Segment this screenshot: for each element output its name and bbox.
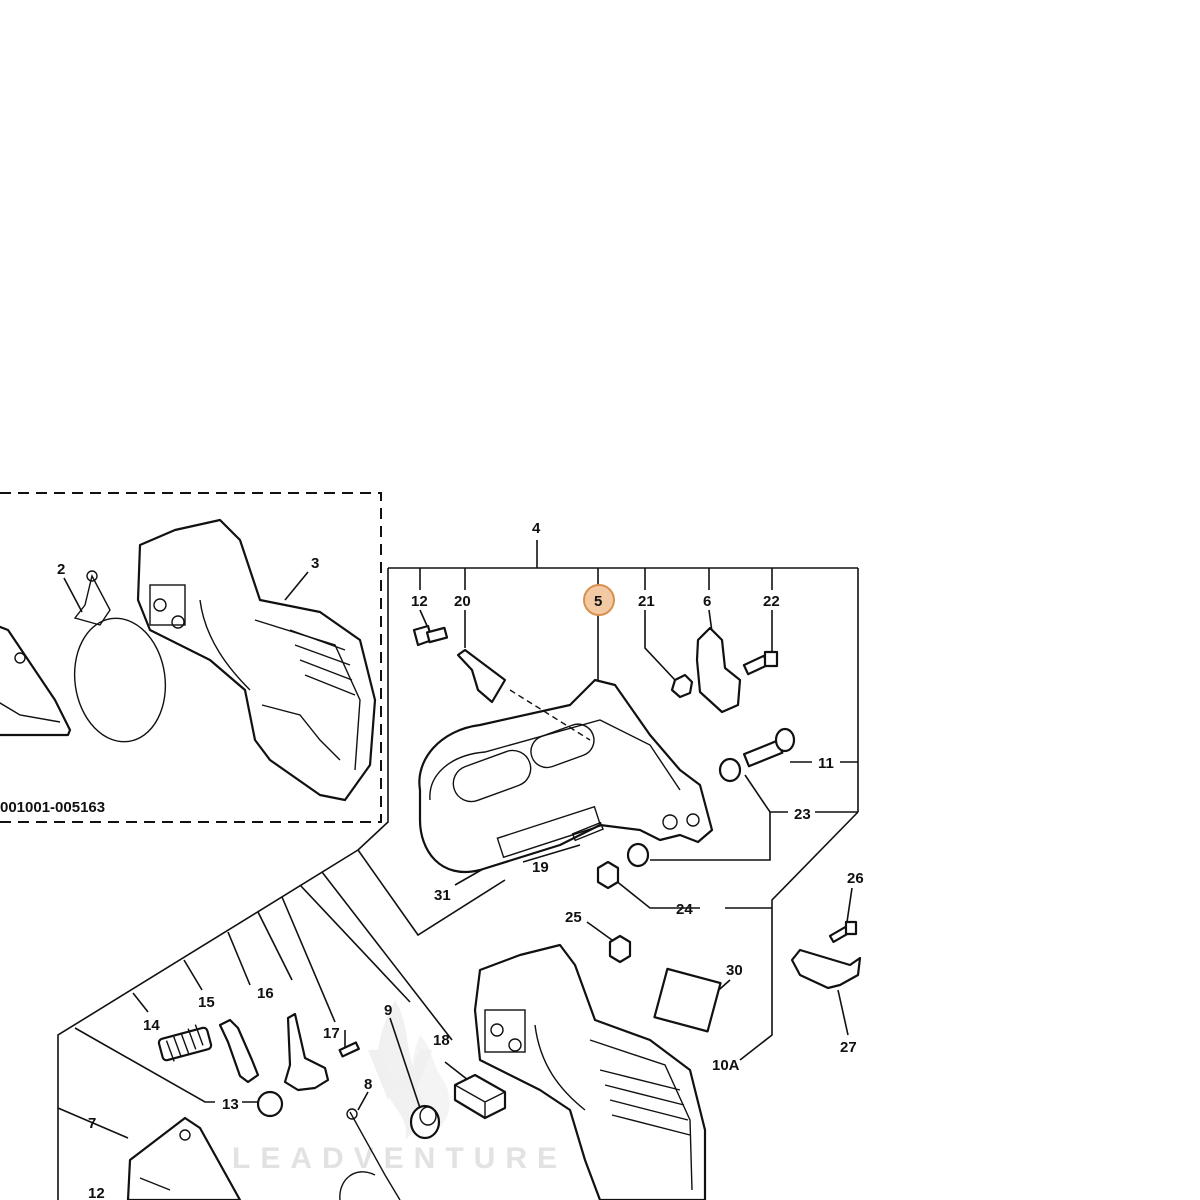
part-7-cover (126, 1116, 242, 1200)
callout-13: 13 (222, 1096, 239, 1113)
callout-labels: 2 3 4 5 6 7 8 9 10A 11 12 12 13 14 15 16… (57, 520, 864, 1200)
part-25-nut (608, 934, 632, 964)
watermark (368, 1000, 450, 1140)
callout-9: 9 (384, 1002, 392, 1019)
serial-range-label: 001001-005163 (0, 799, 105, 816)
part-15-link (218, 1018, 260, 1084)
part-10A-housing (473, 943, 707, 1200)
part-16-lever (283, 1012, 330, 1092)
callout-15: 15 (198, 994, 215, 1011)
callout-18: 18 (433, 1032, 450, 1049)
callout-23: 23 (794, 806, 811, 823)
part-21-nut (670, 673, 694, 699)
callout-8: 8 (364, 1076, 372, 1093)
callout-30: 30 (726, 962, 743, 979)
part-9-bushing (409, 1104, 441, 1140)
callout-21: 21 (638, 593, 655, 610)
part-23-washer-lower (626, 842, 650, 868)
callout-4: 4 (532, 520, 541, 537)
part-23-washer (718, 757, 742, 783)
part-30-label (653, 967, 722, 1033)
part-13-bushing (256, 1090, 284, 1118)
part-22-screw (742, 650, 779, 676)
callout-25: 25 (565, 909, 582, 926)
inset-cover-part (0, 625, 72, 737)
part-11-bolt (742, 727, 796, 768)
bracket-group-4 (387, 540, 859, 812)
part-12-screw (412, 624, 449, 647)
inset-housing-3 (136, 518, 377, 802)
callout-16: 16 (257, 985, 274, 1002)
callout-27: 27 (840, 1039, 857, 1056)
part-27-catch (790, 948, 862, 990)
part-20-clip (456, 648, 507, 704)
highlight-circle-5 (583, 584, 615, 616)
part-24-nut (596, 860, 620, 890)
part-18-block (453, 1073, 507, 1120)
part-8-band (339, 1108, 401, 1200)
fan-leaders (57, 849, 469, 1200)
callout-14: 14 (143, 1017, 160, 1034)
callout-6: 6 (703, 593, 711, 610)
part-26-screw (828, 920, 858, 944)
part-17-pin (338, 1041, 360, 1058)
callout-24: 24 (676, 901, 693, 918)
callout-11: 11 (818, 755, 834, 772)
callout-12-top: 12 (411, 593, 428, 610)
part-14-spring (157, 1024, 213, 1062)
part-31-label-strip (496, 805, 602, 859)
callout-22: 22 (763, 593, 780, 610)
callout-3: 3 (311, 555, 319, 572)
part-6-bracket (695, 626, 742, 714)
callout-20: 20 (454, 593, 471, 610)
callout-5: 5 (594, 593, 602, 610)
callout-17: 17 (323, 1025, 340, 1042)
part-5-guide-plate (418, 678, 714, 873)
callout-26: 26 (847, 870, 864, 887)
callout-7: 7 (88, 1115, 96, 1132)
callout-19: 19 (532, 859, 549, 876)
part-19-pin (571, 821, 604, 842)
callout-31: 31 (434, 887, 451, 904)
callout-2: 2 (57, 561, 65, 578)
inset-box: 001001-005163 (0, 492, 382, 823)
callout-10A: 10A (712, 1057, 740, 1074)
callout-12-bottom: 12 (88, 1185, 105, 1200)
watermark-text: LEADVENTURE (232, 1142, 567, 1175)
inset-band-2 (73, 570, 167, 743)
